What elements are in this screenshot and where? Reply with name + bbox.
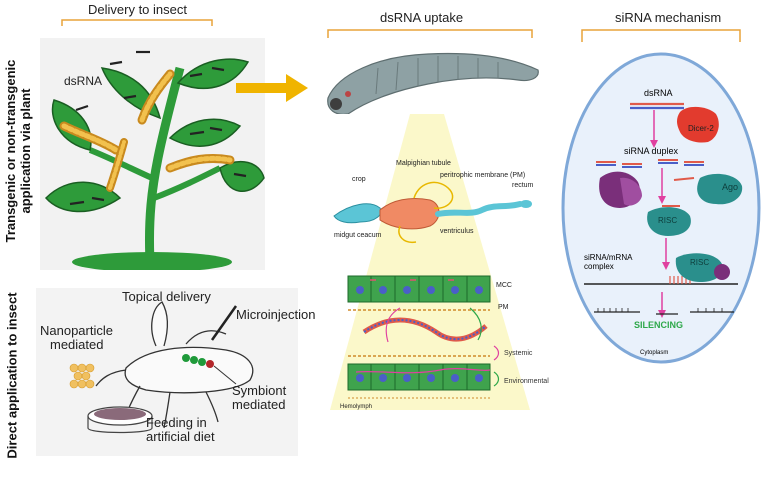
label-nanoparticle: Nanoparticle mediated: [40, 324, 113, 351]
mech-label-cytoplasm: Cytoplasm: [640, 350, 669, 356]
mech-label-risc2: RISC: [690, 258, 710, 267]
plant-panel: [40, 38, 265, 270]
gut-label-malpighian: Malpighian tubule: [396, 160, 451, 167]
cell-layers: [347, 275, 491, 399]
mech-dsrna: [630, 102, 684, 110]
cells-label-environmental: Environmental: [504, 378, 549, 385]
mech-label-silencing: SILENCING: [634, 320, 684, 330]
label-symbiont: Symbiont mediated: [232, 384, 286, 411]
label-symbiont-line1: Symbiont: [232, 383, 287, 398]
gut-label-crop: crop: [352, 176, 366, 183]
cells-label-pm: PM: [498, 304, 509, 311]
gut-diagram: [333, 181, 532, 244]
plant-stem: [144, 66, 185, 263]
label-nanoparticle-line1: Nanoparticle: [40, 323, 113, 338]
caterpillar-3: [165, 153, 235, 173]
mech-label-complex: siRNA/mRNA complex: [584, 253, 633, 272]
cells-label-mcc: MCC: [496, 282, 512, 289]
cell-row-bottom: [347, 363, 491, 391]
bracket-uptake: [327, 29, 533, 38]
mech-label-duplex: siRNA duplex: [624, 146, 679, 156]
side-label-direct: Direct application to insect: [4, 292, 20, 459]
side-label-plant-line2: application via plant: [18, 88, 33, 214]
leaf-top-right: [176, 58, 250, 90]
leaf-bottom-left: [44, 181, 122, 213]
label-feeding-line1: Feeding in: [146, 415, 207, 430]
mech-label-dicer: Dicer-2: [688, 124, 714, 133]
caterpillar-4: [106, 138, 128, 192]
plant-dsrna-label: dsRNA: [64, 74, 103, 88]
gut-midgut: [379, 197, 440, 230]
mech-label-complex-line1: siRNA/mRNA: [584, 253, 633, 262]
mech-risc2: [675, 253, 723, 282]
cell-row-top: [347, 275, 491, 303]
label-nanoparticle-line2: mediated: [50, 336, 104, 352]
header-delivery: Delivery to insect: [88, 2, 187, 17]
mech-ago: [697, 173, 743, 205]
bracket-mechanism: [581, 29, 741, 42]
cells-label-systemic: Systemic: [504, 350, 533, 357]
caterpillar-1: [137, 69, 175, 125]
cells-label-hemolymph: Hemolymph: [340, 404, 373, 410]
leaf-bottom-right: [219, 160, 265, 193]
side-label-plant: Transgenic or non-transgenic application…: [3, 41, 33, 261]
header-mechanism: siRNA mechanism: [615, 10, 722, 25]
gut-label-ventriculus: ventriculus: [440, 228, 474, 235]
gut-malpighian: [413, 181, 454, 209]
cytoplasm-cell: [561, 52, 761, 364]
brackets: [61, 19, 741, 42]
bracket-delivery: [61, 19, 213, 26]
caterpillar-photo: [327, 52, 539, 114]
gut-label-midgut: midgut ceacum: [334, 232, 382, 239]
label-symbiont-line2: mediated: [232, 396, 286, 412]
mech-label-ago: Ago: [722, 182, 739, 192]
mech-label-complex-line2: complex: [584, 261, 614, 271]
label-topical: Topical delivery: [122, 289, 211, 304]
gut-crop: [333, 203, 382, 224]
delivery-arrow: [236, 74, 308, 102]
label-feeding-line2: artificial diet: [146, 428, 215, 444]
label-microinjection: Microinjection: [236, 307, 316, 322]
caterpillar-2: [59, 121, 121, 155]
direct-panel: [36, 288, 298, 456]
mech-dicer: [677, 106, 719, 143]
mech-risc1: [647, 207, 691, 236]
gut-label-pm: peritrophic membrane (PM): [440, 172, 526, 179]
side-label-plant-line1: Transgenic or non-transgenic: [3, 59, 18, 243]
leaf-mid-right: [168, 118, 242, 147]
label-feeding: Feeding in artificial diet: [146, 416, 215, 443]
mech-label-risc1: RISC: [658, 216, 678, 225]
gut-label-rectum: rectum: [512, 182, 534, 189]
gut-hindgut: [435, 201, 523, 217]
legend-arrows: [493, 345, 500, 387]
mech-label-dsrna: dsRNA: [644, 88, 673, 98]
header-uptake: dsRNA uptake: [380, 10, 464, 25]
